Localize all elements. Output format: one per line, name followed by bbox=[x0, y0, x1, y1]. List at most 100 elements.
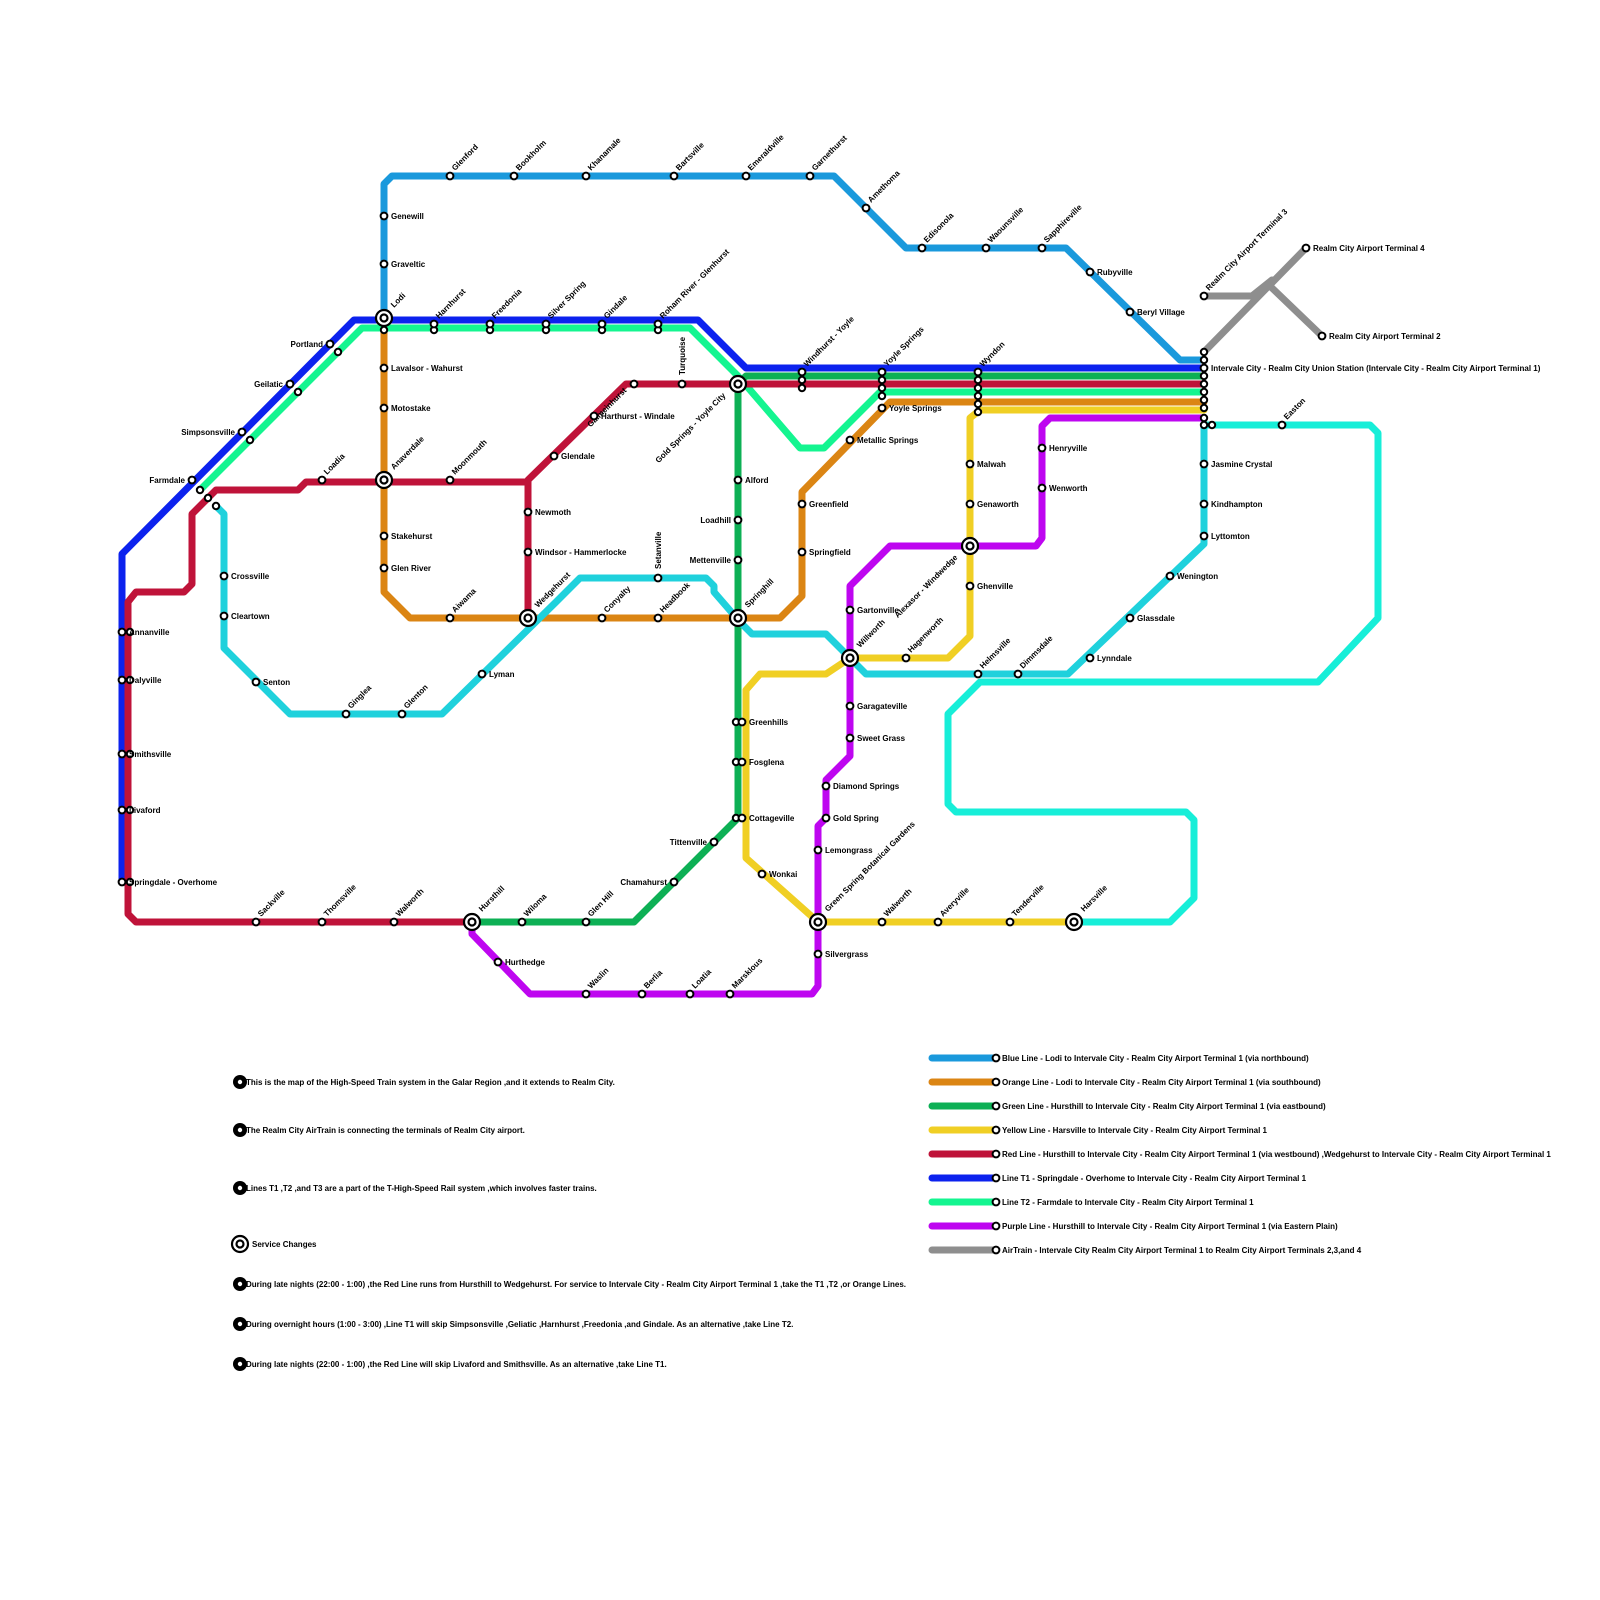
station-gindale[interactable] bbox=[597, 319, 607, 335]
station-simpsonsville[interactable] bbox=[237, 427, 255, 445]
station-turquoise[interactable] bbox=[677, 379, 687, 389]
station-harthurst-windale[interactable] bbox=[589, 411, 599, 421]
station-rubyville[interactable] bbox=[1085, 267, 1095, 277]
station-moonmouth[interactable] bbox=[445, 475, 455, 485]
station-alexasor-windwedge[interactable] bbox=[960, 536, 980, 556]
station-windsor-hammerlocke[interactable] bbox=[523, 547, 533, 557]
station-intervale-city-realm-city-union-station-intervale-city-realm-city-airport-terminal-1-[interactable] bbox=[1199, 347, 1217, 430]
station-glenton[interactable] bbox=[397, 709, 407, 719]
station-gold-spring[interactable] bbox=[821, 813, 831, 823]
station-walworth[interactable] bbox=[877, 917, 887, 927]
station-glen-hill[interactable] bbox=[581, 917, 591, 927]
station-garnethurst[interactable] bbox=[805, 171, 815, 181]
station-helmsville[interactable] bbox=[973, 669, 983, 679]
station-lyttomton[interactable] bbox=[1199, 531, 1209, 541]
station-wedgehurst[interactable] bbox=[518, 608, 538, 628]
station-senton[interactable] bbox=[251, 677, 261, 687]
station-thomsville[interactable] bbox=[317, 917, 327, 927]
station-greenhills[interactable] bbox=[731, 717, 747, 727]
station-waounsville[interactable] bbox=[981, 243, 991, 253]
station-hurthedge[interactable] bbox=[493, 957, 503, 967]
station-motostake[interactable] bbox=[379, 403, 389, 413]
station-anaverdale[interactable] bbox=[374, 470, 394, 490]
station-conyalty[interactable] bbox=[597, 613, 607, 623]
station-walworth[interactable] bbox=[389, 917, 399, 927]
station-hursthill[interactable] bbox=[462, 912, 482, 932]
station-wyndon[interactable] bbox=[973, 367, 983, 417]
station-wenworth[interactable] bbox=[1037, 483, 1047, 493]
station-gartonville[interactable] bbox=[845, 605, 855, 615]
station-willworth[interactable] bbox=[840, 648, 860, 668]
station-headbook[interactable] bbox=[653, 613, 663, 623]
station-green-spring-botanical-gardens[interactable] bbox=[808, 912, 828, 932]
station-emeraldville[interactable] bbox=[741, 171, 751, 181]
station-glenford[interactable] bbox=[445, 171, 455, 181]
station-loatia[interactable] bbox=[685, 989, 695, 999]
station-easton[interactable] bbox=[1277, 420, 1287, 430]
station-realm-city-airport-terminal-3[interactable] bbox=[1199, 291, 1209, 301]
station-geilatic[interactable] bbox=[285, 379, 303, 397]
station-annanville[interactable] bbox=[117, 627, 135, 637]
station-cleartown[interactable] bbox=[219, 611, 229, 621]
station-bartsville[interactable] bbox=[669, 171, 679, 181]
station-realm-city-airport-terminal-4[interactable] bbox=[1301, 243, 1311, 253]
station-livaford[interactable] bbox=[117, 805, 135, 815]
station-genewill[interactable] bbox=[379, 211, 389, 221]
station-wonkai[interactable] bbox=[757, 869, 767, 879]
station-glendale[interactable] bbox=[549, 451, 559, 461]
station-amethoma[interactable] bbox=[861, 203, 871, 213]
station-galmeinhurst[interactable] bbox=[629, 379, 639, 389]
station-dimmsdale[interactable] bbox=[1013, 669, 1023, 679]
station-diamond-springs[interactable] bbox=[821, 781, 831, 791]
station-harsville[interactable] bbox=[1064, 912, 1084, 932]
station-jasmine-crystal[interactable] bbox=[1199, 459, 1209, 469]
station-springdale-overhome[interactable] bbox=[117, 877, 135, 887]
station-wenington[interactable] bbox=[1165, 571, 1175, 581]
station-sackville[interactable] bbox=[251, 917, 261, 927]
station-chamahurst[interactable] bbox=[669, 877, 679, 887]
station-wiloma[interactable] bbox=[517, 917, 527, 927]
station-garagateville[interactable] bbox=[845, 701, 855, 711]
station-freedonia[interactable] bbox=[485, 319, 495, 335]
station-khanamale[interactable] bbox=[581, 171, 591, 181]
station-windhurst-yoyle[interactable] bbox=[797, 367, 807, 393]
station-silver-spring[interactable] bbox=[541, 319, 551, 335]
station-alford[interactable] bbox=[733, 475, 743, 485]
station-yoyle-springs[interactable] bbox=[877, 403, 887, 413]
station-lemongrass[interactable] bbox=[813, 845, 823, 855]
station-lyman[interactable] bbox=[477, 669, 487, 679]
station-silvergrass[interactable] bbox=[813, 949, 823, 959]
station-tittenville[interactable] bbox=[709, 837, 719, 847]
station-gold-springs-yoyle-city[interactable] bbox=[728, 374, 748, 394]
station-springhill[interactable] bbox=[728, 608, 748, 628]
station-fosglena[interactable] bbox=[731, 757, 747, 767]
station-henryville[interactable] bbox=[1037, 443, 1047, 453]
station-metallic-springs[interactable] bbox=[845, 435, 855, 445]
station-ginglea[interactable] bbox=[341, 709, 351, 719]
station-newmoth[interactable] bbox=[523, 507, 533, 517]
station-roham-river-glenhurst[interactable] bbox=[653, 319, 663, 335]
station-hagenworth[interactable] bbox=[901, 653, 911, 663]
station-graveltic[interactable] bbox=[379, 259, 389, 269]
station-harnhurst[interactable] bbox=[429, 319, 439, 335]
station-glen-river[interactable] bbox=[379, 563, 389, 573]
station-mettenville[interactable] bbox=[733, 555, 743, 565]
station-cottageville[interactable] bbox=[731, 813, 747, 823]
station-smithsville[interactable] bbox=[117, 749, 135, 759]
station-lynndale[interactable] bbox=[1085, 653, 1095, 663]
station-sapphireville[interactable] bbox=[1037, 243, 1047, 253]
station-greenfield[interactable] bbox=[797, 499, 807, 509]
station-loadhill[interactable] bbox=[733, 515, 743, 525]
station-kindhampton[interactable] bbox=[1199, 499, 1209, 509]
station-genaworth[interactable] bbox=[965, 499, 975, 509]
station-farmdale[interactable] bbox=[187, 475, 221, 511]
station-malwah[interactable] bbox=[965, 459, 975, 469]
station-dalyville[interactable] bbox=[117, 675, 135, 685]
station-marsklous[interactable] bbox=[725, 989, 735, 999]
station-waslin[interactable] bbox=[581, 989, 591, 999]
station-portland[interactable] bbox=[325, 339, 343, 357]
station-loadia[interactable] bbox=[317, 475, 327, 485]
station-lodi[interactable] bbox=[374, 308, 394, 335]
station-edisonola[interactable] bbox=[917, 243, 927, 253]
station-berlia[interactable] bbox=[637, 989, 647, 999]
